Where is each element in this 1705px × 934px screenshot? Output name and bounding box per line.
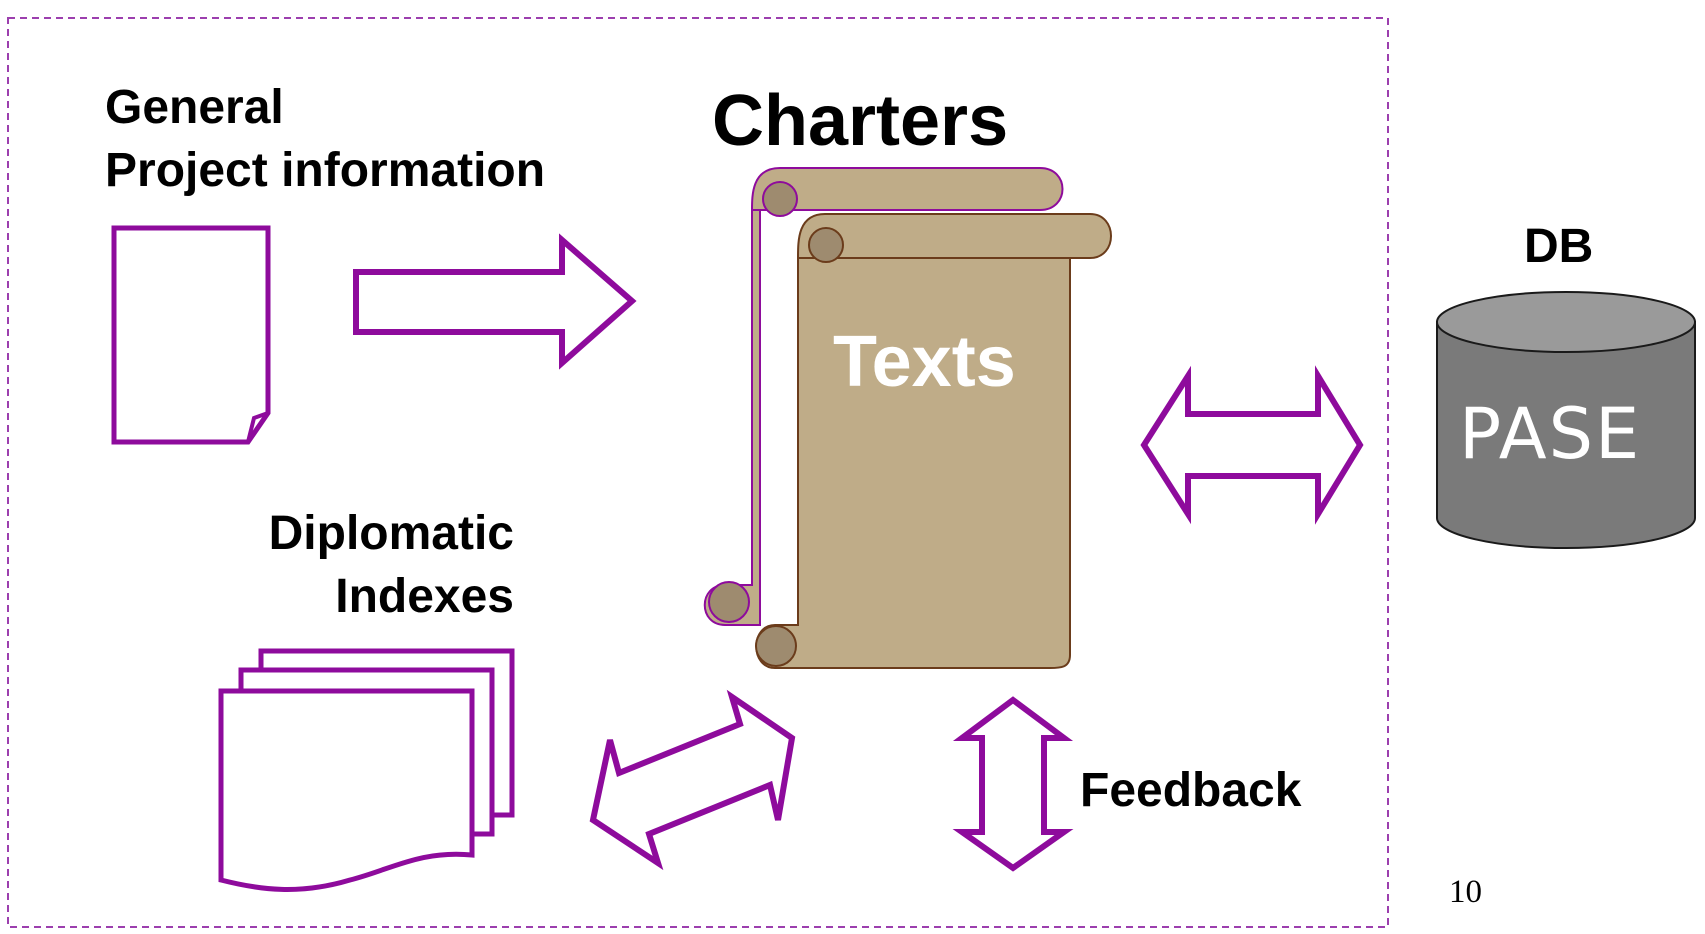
texts-label: Texts: [833, 322, 1016, 402]
feedback-label: Feedback: [1080, 764, 1302, 817]
scroll-back-icon: [703, 167, 1064, 626]
general-label-line2: Project information: [105, 144, 545, 197]
dashed-frame: [7, 17, 1389, 928]
multi-document-icon: [218, 648, 515, 892]
db-label: DB: [1524, 220, 1593, 273]
arrow-right-icon: [353, 233, 637, 370]
diplomatic-label-line2: Indexes: [335, 570, 514, 623]
scroll-front-icon: [755, 213, 1112, 669]
arrow-up-down-icon: [952, 696, 1074, 872]
general-label-line1: General: [105, 81, 284, 134]
page-number: 10: [1449, 874, 1482, 910]
pase-label: PASE: [1459, 393, 1641, 475]
arrow-left-right-icon: [1140, 365, 1364, 525]
charters-title: Charters: [712, 81, 1008, 161]
diplomatic-label-line1: Diplomatic: [269, 507, 514, 560]
document-icon: [111, 225, 271, 445]
arrow-diagonal-icon: [589, 689, 796, 871]
database-cylinder-icon: [1436, 291, 1696, 549]
